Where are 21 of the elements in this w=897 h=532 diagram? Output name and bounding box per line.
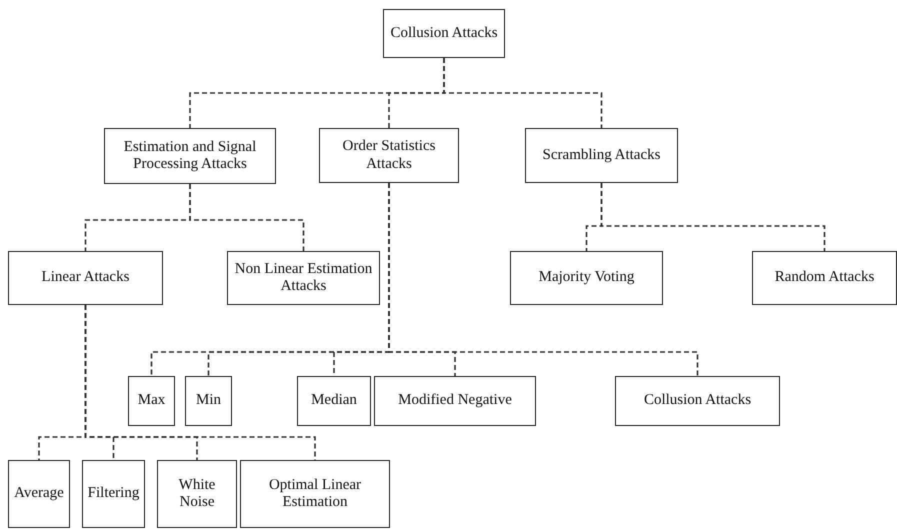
connector-line [443,58,602,128]
category-box: Filtering [82,460,145,528]
category-box: Non Linear Estimation Attacks [227,251,380,305]
category-box: Scrambling Attacks [525,128,678,183]
category-box: Modified Negative [374,376,536,426]
category-box: Linear Attacks [8,251,163,305]
connector-line [84,305,316,460]
category-box: Average [8,460,70,528]
category-box: White Noise [157,460,237,528]
category-box: Min [185,376,232,426]
category-box: Random Attacks [752,251,897,305]
category-box: Order Statistics Attacks [319,128,459,183]
category-box: Max [128,376,175,426]
category-box: Estimation and Signal Processing Attacks [104,128,276,184]
category-box: Median [297,376,371,426]
category-box: Majority Voting [510,251,663,305]
connector-line [600,183,826,251]
category-box: Collusion Attacks [615,376,780,426]
category-box: Collusion Attacks [383,9,505,58]
connector-line [189,184,304,251]
category-box: Optimal Linear Estimation [240,460,390,528]
